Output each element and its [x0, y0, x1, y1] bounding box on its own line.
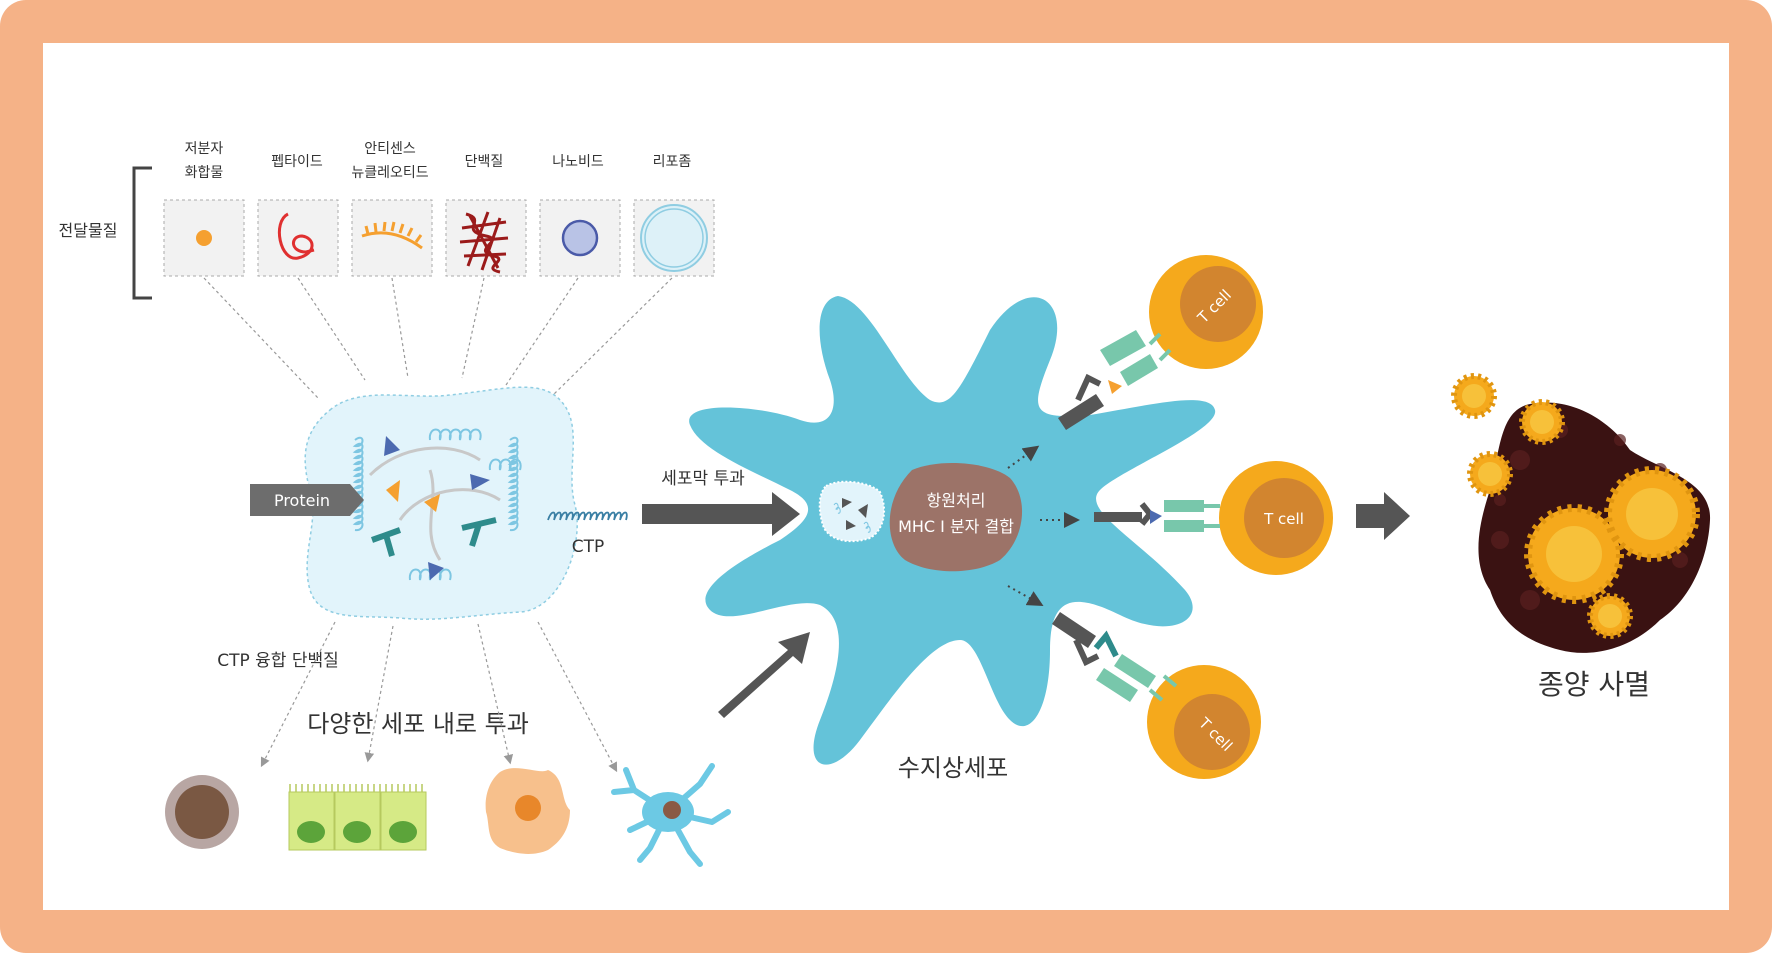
carrier-label-small-molecule-1: 저분자	[185, 141, 224, 157]
ctp-coils	[352, 428, 522, 581]
carrier-label-peptide: 펩타이드	[271, 154, 323, 170]
liposome-icon	[640, 204, 708, 272]
target-cell-epithelial	[288, 784, 427, 851]
carrier-box-peptide	[257, 199, 339, 277]
result-arrow	[1356, 492, 1410, 540]
penetration-arrows	[260, 621, 618, 773]
attacking-tcell-large	[1524, 504, 1624, 604]
presentation-arrows	[1007, 445, 1080, 606]
protein-icon	[459, 211, 509, 274]
tcr-mhc-complex-3	[1052, 612, 1178, 702]
carrier-group-label: 전달물질	[59, 221, 118, 240]
cargo-molecules	[370, 436, 497, 580]
carrier-label-protein: 단백질	[465, 154, 504, 170]
carrier-box-liposome	[633, 199, 715, 277]
carrier-label-nanobead: 나노비드	[552, 154, 604, 170]
ctp-spring	[547, 511, 628, 521]
antisense-icon	[361, 221, 423, 250]
dendritic-cell-label: 수지상세포	[898, 754, 1008, 782]
carrier-box-protein	[445, 199, 527, 277]
antigen-processing-nucleus	[889, 463, 1023, 572]
ctp-label: CTP	[572, 537, 605, 557]
tcell-2-label: T cell	[1263, 510, 1304, 528]
carrier-label-liposome: 리포좀	[653, 154, 692, 170]
target-cell-round	[165, 775, 239, 849]
small-molecule-icon	[196, 230, 212, 246]
tcell-1	[1149, 255, 1263, 369]
protein-tag	[250, 484, 364, 516]
tcell-3	[1147, 665, 1261, 779]
attacking-tcell-small-2	[1519, 399, 1565, 445]
carrier-box-antisense	[351, 199, 433, 277]
nanobead-icon	[561, 219, 599, 257]
tcr-mhc-complex-1	[1058, 330, 1172, 430]
tcell-2	[1219, 461, 1333, 575]
tumor-death-label: 종양 사멸	[1538, 668, 1650, 701]
processing-label-2: MHC I 분자 결합	[898, 517, 1014, 536]
ctp-fusion-blob	[304, 386, 578, 620]
ctp-fusion-label: CTP 융합 단백질	[217, 651, 339, 671]
attacking-tcell-medium	[1604, 466, 1700, 562]
carrier-label-small-molecule-2: 화합물	[185, 165, 224, 181]
diagonal-arrow	[718, 632, 810, 718]
carrier-label-antisense-2: 뉴클레오티드	[351, 165, 428, 181]
membrane-arrow	[642, 492, 800, 536]
carrier-label-antisense-1: 안티센스	[364, 141, 416, 157]
peptide-icon	[277, 212, 315, 260]
attacking-tcell-small-1	[1451, 373, 1497, 419]
carrier-bracket	[132, 166, 152, 300]
tcr-mhc-complex-2	[1094, 500, 1220, 532]
attacking-tcell-small-3	[1467, 451, 1513, 497]
attacking-tcell-small-4	[1587, 593, 1633, 639]
ctp-strands	[368, 446, 501, 561]
carrier-box-small-molecule	[163, 199, 245, 277]
membrane-label: 세포막 투과	[661, 469, 745, 489]
carrier-box-nanobead	[539, 199, 621, 277]
target-cell-fibroblast	[485, 768, 570, 854]
processing-label-1: 항원처리	[927, 491, 986, 510]
endosome	[818, 480, 886, 543]
target-cell-neuron	[611, 763, 731, 867]
penetration-label: 다양한 세포 내로 투과	[307, 710, 529, 738]
protein-label: Protein	[274, 491, 330, 510]
carrier-connectors	[203, 277, 673, 399]
